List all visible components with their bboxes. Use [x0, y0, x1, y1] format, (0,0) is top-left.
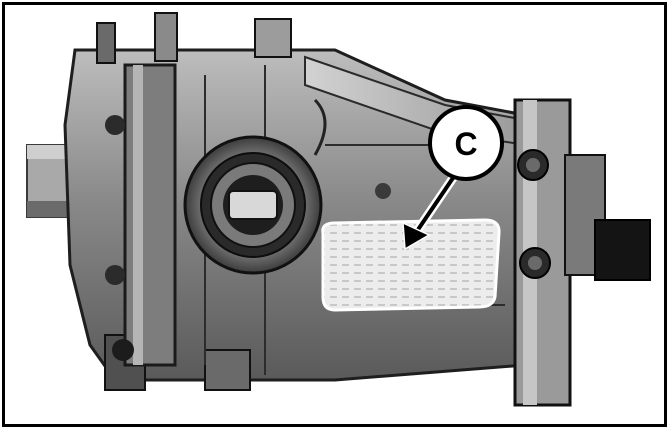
callout-arrow	[402, 170, 460, 251]
callout-label-text: C	[454, 126, 477, 162]
differential-housing-illustration: C	[26, 12, 651, 407]
callout-label-c: C	[428, 105, 504, 181]
highlighted-area	[321, 218, 501, 312]
pinion-seal-flange	[183, 135, 323, 275]
right-side-cover	[513, 98, 651, 407]
